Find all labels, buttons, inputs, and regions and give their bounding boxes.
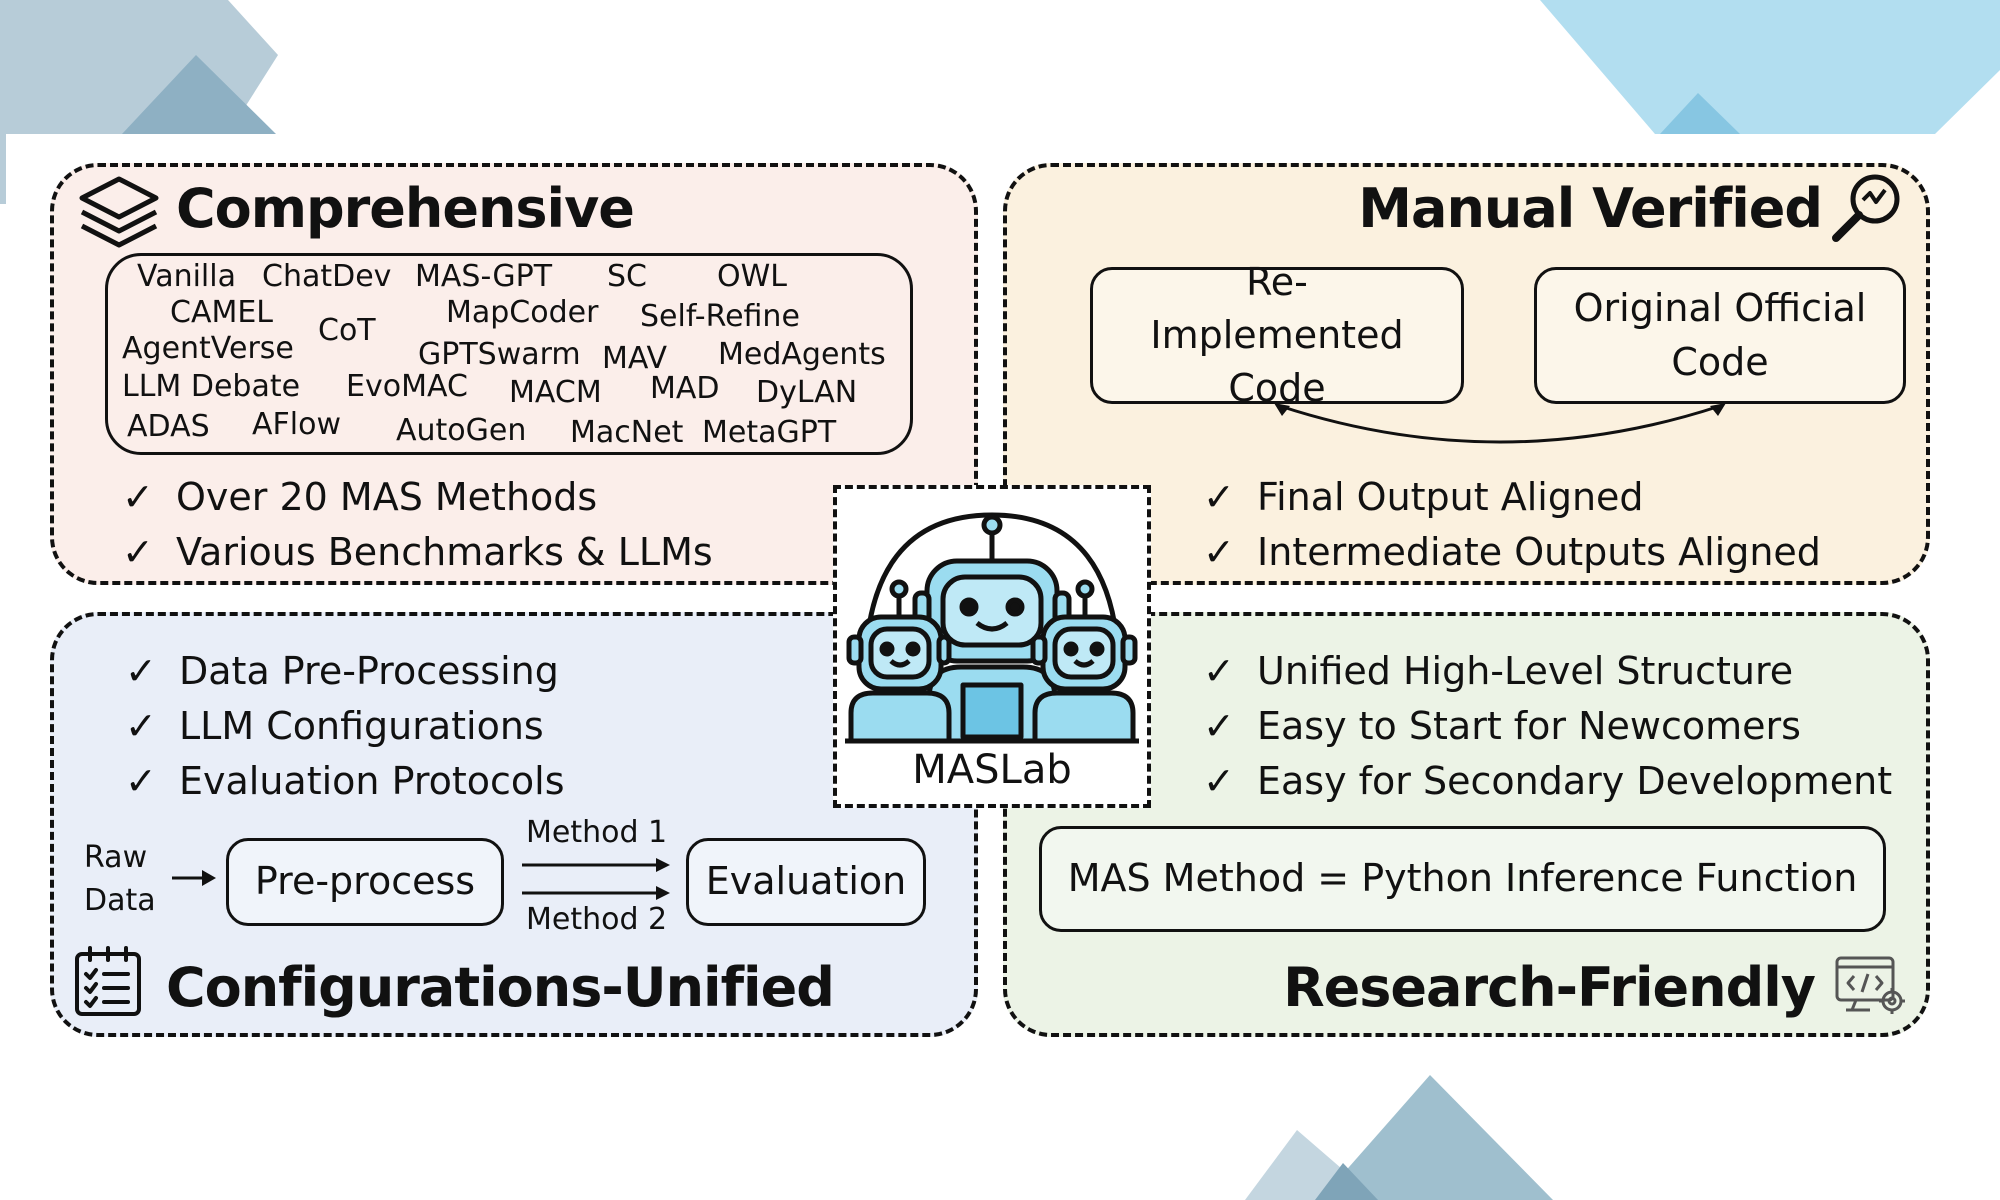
manual-verified-title: Manual Verified [1358, 177, 1823, 240]
code-window-gear-icon [1835, 956, 1905, 1014]
method1-label: Method 1 [526, 815, 668, 850]
manual-check-1: ✓Final Output Aligned [1203, 475, 1644, 519]
method-name: MAD [650, 371, 720, 406]
method-name: AgentVerse [122, 331, 294, 366]
maslab-label: MASLab [912, 747, 1072, 793]
comprehensive-title: Comprehensive [176, 177, 635, 240]
method-name: MAS-GPT [415, 259, 553, 294]
method-name: Self-Refine [640, 299, 800, 334]
methods-list-box [105, 253, 913, 455]
comprehensive-check-1: ✓Over 20 MAS Methods [122, 475, 598, 519]
method-name: EvoMAC [346, 369, 468, 404]
raw-data-arrow [172, 870, 216, 886]
raw-data-label-line2: Data [84, 883, 156, 918]
method-name: MAV [602, 341, 668, 376]
method-name: GPTSwarm [418, 337, 581, 372]
method-name: LLM Debate [122, 369, 301, 404]
manual-verified-panel [1003, 163, 1930, 585]
magnifier-icon [1832, 174, 1900, 242]
research-check-2: ✓Easy to Start for Newcomers [1203, 704, 1801, 748]
method-name: ADAS [127, 409, 210, 444]
research-check-1: ✓Unified High-Level Structure [1203, 649, 1794, 693]
research-check-3: ✓Easy for Secondary Development [1203, 759, 1893, 803]
method-name: ChatDev [262, 259, 392, 294]
method-name: MapCoder [446, 295, 599, 330]
evaluation-box: Evaluation [686, 838, 926, 926]
research-friendly-title: Research-Friendly [1283, 956, 1816, 1019]
config-check-3: ✓Evaluation Protocols [125, 759, 565, 803]
raw-data-label-line1: Raw [84, 840, 148, 875]
method-name: AFlow [252, 407, 342, 442]
method-arrows [522, 858, 670, 900]
maslab-center-box: MASLab [833, 485, 1151, 808]
method-name: AutoGen [396, 413, 527, 448]
method-name: SC [607, 259, 647, 294]
method-name: MACM [509, 375, 602, 410]
layers-icon [79, 176, 159, 248]
configurations-title: Configurations-Unified [166, 956, 835, 1019]
method2-label: Method 2 [526, 902, 668, 937]
formula-box: MAS Method = Python Inference Function [1039, 826, 1886, 932]
config-check-1: ✓Data Pre-Processing [125, 649, 559, 693]
config-check-2: ✓LLM Configurations [125, 704, 544, 748]
comprehensive-check-2: ✓Various Benchmarks & LLMs [122, 530, 713, 574]
manual-check-2: ✓Intermediate Outputs Aligned [1203, 530, 1821, 574]
method-name: MedAgents [718, 337, 886, 372]
method-name: CAMEL [170, 295, 274, 330]
checklist-calendar-icon [75, 946, 141, 1016]
original-code-box: Original Official Code [1534, 267, 1906, 404]
method-name: Vanilla [137, 259, 236, 294]
preprocess-box: Pre-process [226, 838, 504, 926]
configurations-panel [50, 612, 978, 1037]
reimplemented-code-box: Re-Implemented Code [1090, 260, 1464, 410]
method-name: CoT [318, 313, 376, 348]
method-name: OWL [717, 259, 787, 294]
robots-illustration [845, 512, 1139, 744]
method-name: MacNet [570, 415, 684, 450]
research-friendly-panel [1003, 612, 1930, 1037]
method-name: MetaGPT [702, 415, 837, 450]
alignment-arrow [1274, 403, 1726, 444]
method-name: DyLAN [756, 375, 858, 410]
